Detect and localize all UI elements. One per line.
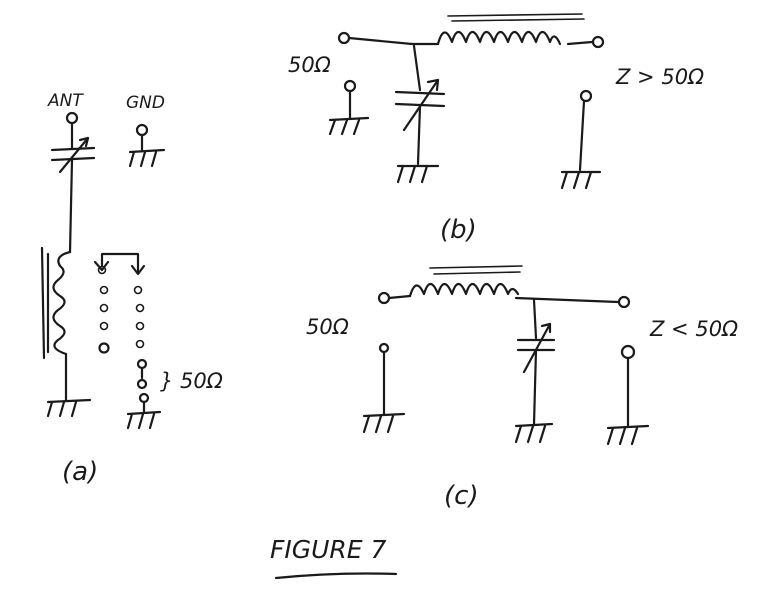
figure-title-group: FIGURE 7 bbox=[270, 535, 398, 580]
inductor-c bbox=[408, 265, 523, 298]
circuit-a: ANT GND bbox=[40, 91, 223, 487]
c-output-ground bbox=[606, 344, 650, 446]
output-terminals-a bbox=[126, 358, 162, 430]
figure-title: FIGURE 7 bbox=[270, 535, 387, 564]
variable-capacitor-c bbox=[514, 298, 556, 444]
c-output-label: Z < 50Ω bbox=[649, 317, 738, 341]
ant-label: ANT bbox=[47, 91, 84, 111]
variable-capacitor-a bbox=[50, 136, 96, 254]
title-underline bbox=[274, 572, 398, 580]
coil-taps bbox=[97, 265, 145, 354]
antenna-terminal bbox=[65, 111, 79, 150]
b-caption: (b) bbox=[440, 215, 477, 245]
inductor-b bbox=[436, 13, 605, 49]
variable-capacitor-b bbox=[394, 44, 446, 184]
a-caption: (a) bbox=[62, 457, 98, 487]
a-impedance-label: } 50Ω bbox=[160, 369, 223, 393]
tapped-coil bbox=[40, 246, 92, 418]
b-input-ground bbox=[328, 79, 370, 136]
b-input-label: 50Ω bbox=[288, 53, 331, 77]
circuit-b: 50Ω Z > 50Ω bbox=[288, 13, 704, 245]
circuit-c: 50Ω Z < 50Ω bbox=[306, 265, 738, 511]
gnd-terminal bbox=[128, 123, 166, 168]
c-input-label: 50Ω bbox=[306, 315, 349, 339]
b-output-ground bbox=[560, 89, 602, 190]
b-output-label: Z > 50Ω bbox=[615, 65, 704, 89]
jumper-arrows bbox=[93, 252, 146, 276]
gnd-label: GND bbox=[126, 93, 165, 113]
c-caption: (c) bbox=[444, 481, 479, 511]
c-input-ground bbox=[362, 342, 406, 434]
